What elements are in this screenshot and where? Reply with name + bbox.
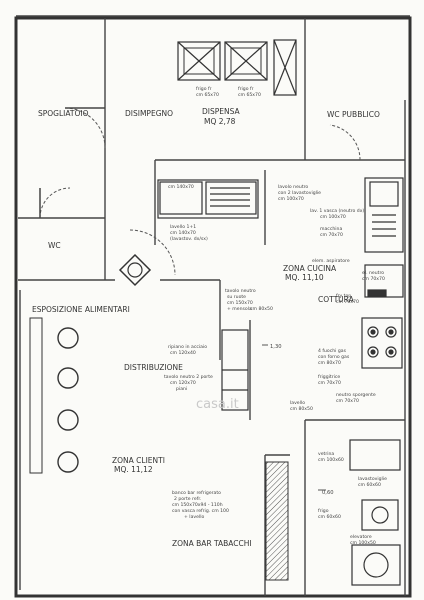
note-d-5: piani <box>176 386 187 392</box>
note-gas-2: con forno gas <box>318 354 350 360</box>
bar-counter <box>265 461 289 581</box>
note-d-1: ripiano in acciaio <box>168 344 207 350</box>
note-rm-1: lav. 1 vasca (neutro dx) <box>310 208 364 214</box>
note-br-1: vetrina <box>318 451 334 457</box>
note-rc-3: fry top <box>336 293 351 299</box>
note-d-2: cm 120x40 <box>170 350 196 356</box>
note-rm-2: cm 100x70 <box>320 214 346 220</box>
note-n-2: cm 70x70 <box>336 398 359 404</box>
note-c-3: cm 150x70 <box>227 300 253 306</box>
note-fry-1: friggitrice <box>318 374 340 380</box>
watermark: casa.it <box>196 397 239 412</box>
note-counter-5: + lavello <box>184 514 204 520</box>
display-counter <box>29 317 43 474</box>
note-br-6: cm 60x60 <box>318 514 341 520</box>
label-zona-clienti-mq: MQ. 11,12 <box>114 465 153 474</box>
note-sink-3: cm 140x70 <box>170 230 196 236</box>
display-tables <box>57 327 79 473</box>
label-zona-bar: ZONA BAR TABACCHI <box>172 539 252 548</box>
note-counter-1: banco bar refrigerato <box>172 490 221 496</box>
note-sink-1: cm 140x70 <box>168 184 194 190</box>
note-c-2: su ruote <box>227 294 246 300</box>
label-dispensa: DISPENSA <box>202 107 241 116</box>
note-br-2: cm 100x60 <box>318 457 344 463</box>
distribution-cabinet <box>221 329 249 411</box>
note-n-1: neutro sporgente <box>336 392 376 398</box>
note-gas-1: 4 fuochi gas <box>318 348 347 354</box>
height-marks <box>262 344 326 491</box>
left-sink <box>157 179 259 219</box>
note-fridge-1b: cm 65x70 <box>196 92 219 98</box>
label-spogliatoio: SPOGLIATOIO <box>38 109 89 118</box>
note-rc-4: cm 70x70 <box>336 299 359 305</box>
note-sink-4: (lavastov. dx/sx) <box>170 236 208 242</box>
label-zona-cucina-mq: MQ. 11,10 <box>285 273 324 282</box>
note-c-1: tavolo neutro <box>225 288 256 294</box>
outer-walls <box>14 16 412 598</box>
note-br-5: frigo <box>318 508 329 514</box>
label-esposizione: ESPOSIZIONE ALIMENTARI <box>32 305 130 314</box>
gas-stove <box>361 317 403 369</box>
note-d-4: cm 120x70 <box>170 380 196 386</box>
bar-appliances <box>349 439 401 586</box>
right-sink <box>364 177 404 298</box>
note-counter-2: 2 porte refr. <box>174 496 201 502</box>
note-fridge-1: frigo fr <box>196 86 212 92</box>
note-rt-2: con 2 lavastoviglie <box>278 190 321 196</box>
note-h060: 0,60 <box>322 490 334 496</box>
note-rt-1: lavolo neutro <box>278 184 308 190</box>
label-wc: WC <box>48 241 61 250</box>
label-zona-clienti: ZONA CLIENTI <box>112 456 165 465</box>
note-aspir: elem. aspiratore <box>312 258 350 264</box>
label-wc-pubblico: WC PUBBLICO <box>327 110 380 119</box>
note-rm-4: cm 70x70 <box>320 232 343 238</box>
note-rc-2: cm 70x70 <box>362 276 385 282</box>
note-br-4: cm 60x60 <box>358 482 381 488</box>
note-gas-3: cm 80x70 <box>318 360 341 366</box>
note-d-3: tavolo neutro 2 porte <box>164 374 213 380</box>
note-c-5: cm 80x50 <box>250 306 273 312</box>
note-counter-4: con vasca refrig. cm 100 <box>172 508 229 514</box>
label-cottura: COTTURA <box>318 295 355 304</box>
note-n-3: lavello <box>290 400 305 406</box>
note-fridge-2b: cm 65x70 <box>238 92 261 98</box>
note-fridge-2: frigo fr <box>238 86 254 92</box>
note-c-4: + mensola <box>227 306 252 312</box>
label-distribuzione: DISTRIBUZIONE <box>124 363 183 372</box>
note-rc-1: el. neutro <box>362 270 384 276</box>
note-fry-2: cm 70x70 <box>318 380 341 386</box>
note-rm-3: macchina <box>320 226 342 232</box>
note-rt-3: cm 100x70 <box>278 196 304 202</box>
note-br-3: lavastoviglie <box>358 476 387 482</box>
note-counter-3: cm 150x70x94 - 110h <box>172 502 223 508</box>
label-disimpegno: DISIMPEGNO <box>125 109 173 118</box>
door-marker <box>118 253 152 287</box>
note-sink-2: lavello 1+1 <box>170 224 196 230</box>
note-h130: 1,30 <box>270 344 282 350</box>
note-br-7: elevatore <box>350 534 372 540</box>
note-n-4: cm 80x50 <box>290 406 313 412</box>
note-br-8: cm 100x50 <box>350 540 376 546</box>
label-dispensa-mq: MQ 2,78 <box>204 117 236 126</box>
label-zona-cucina: ZONA CUCINA <box>283 264 337 273</box>
